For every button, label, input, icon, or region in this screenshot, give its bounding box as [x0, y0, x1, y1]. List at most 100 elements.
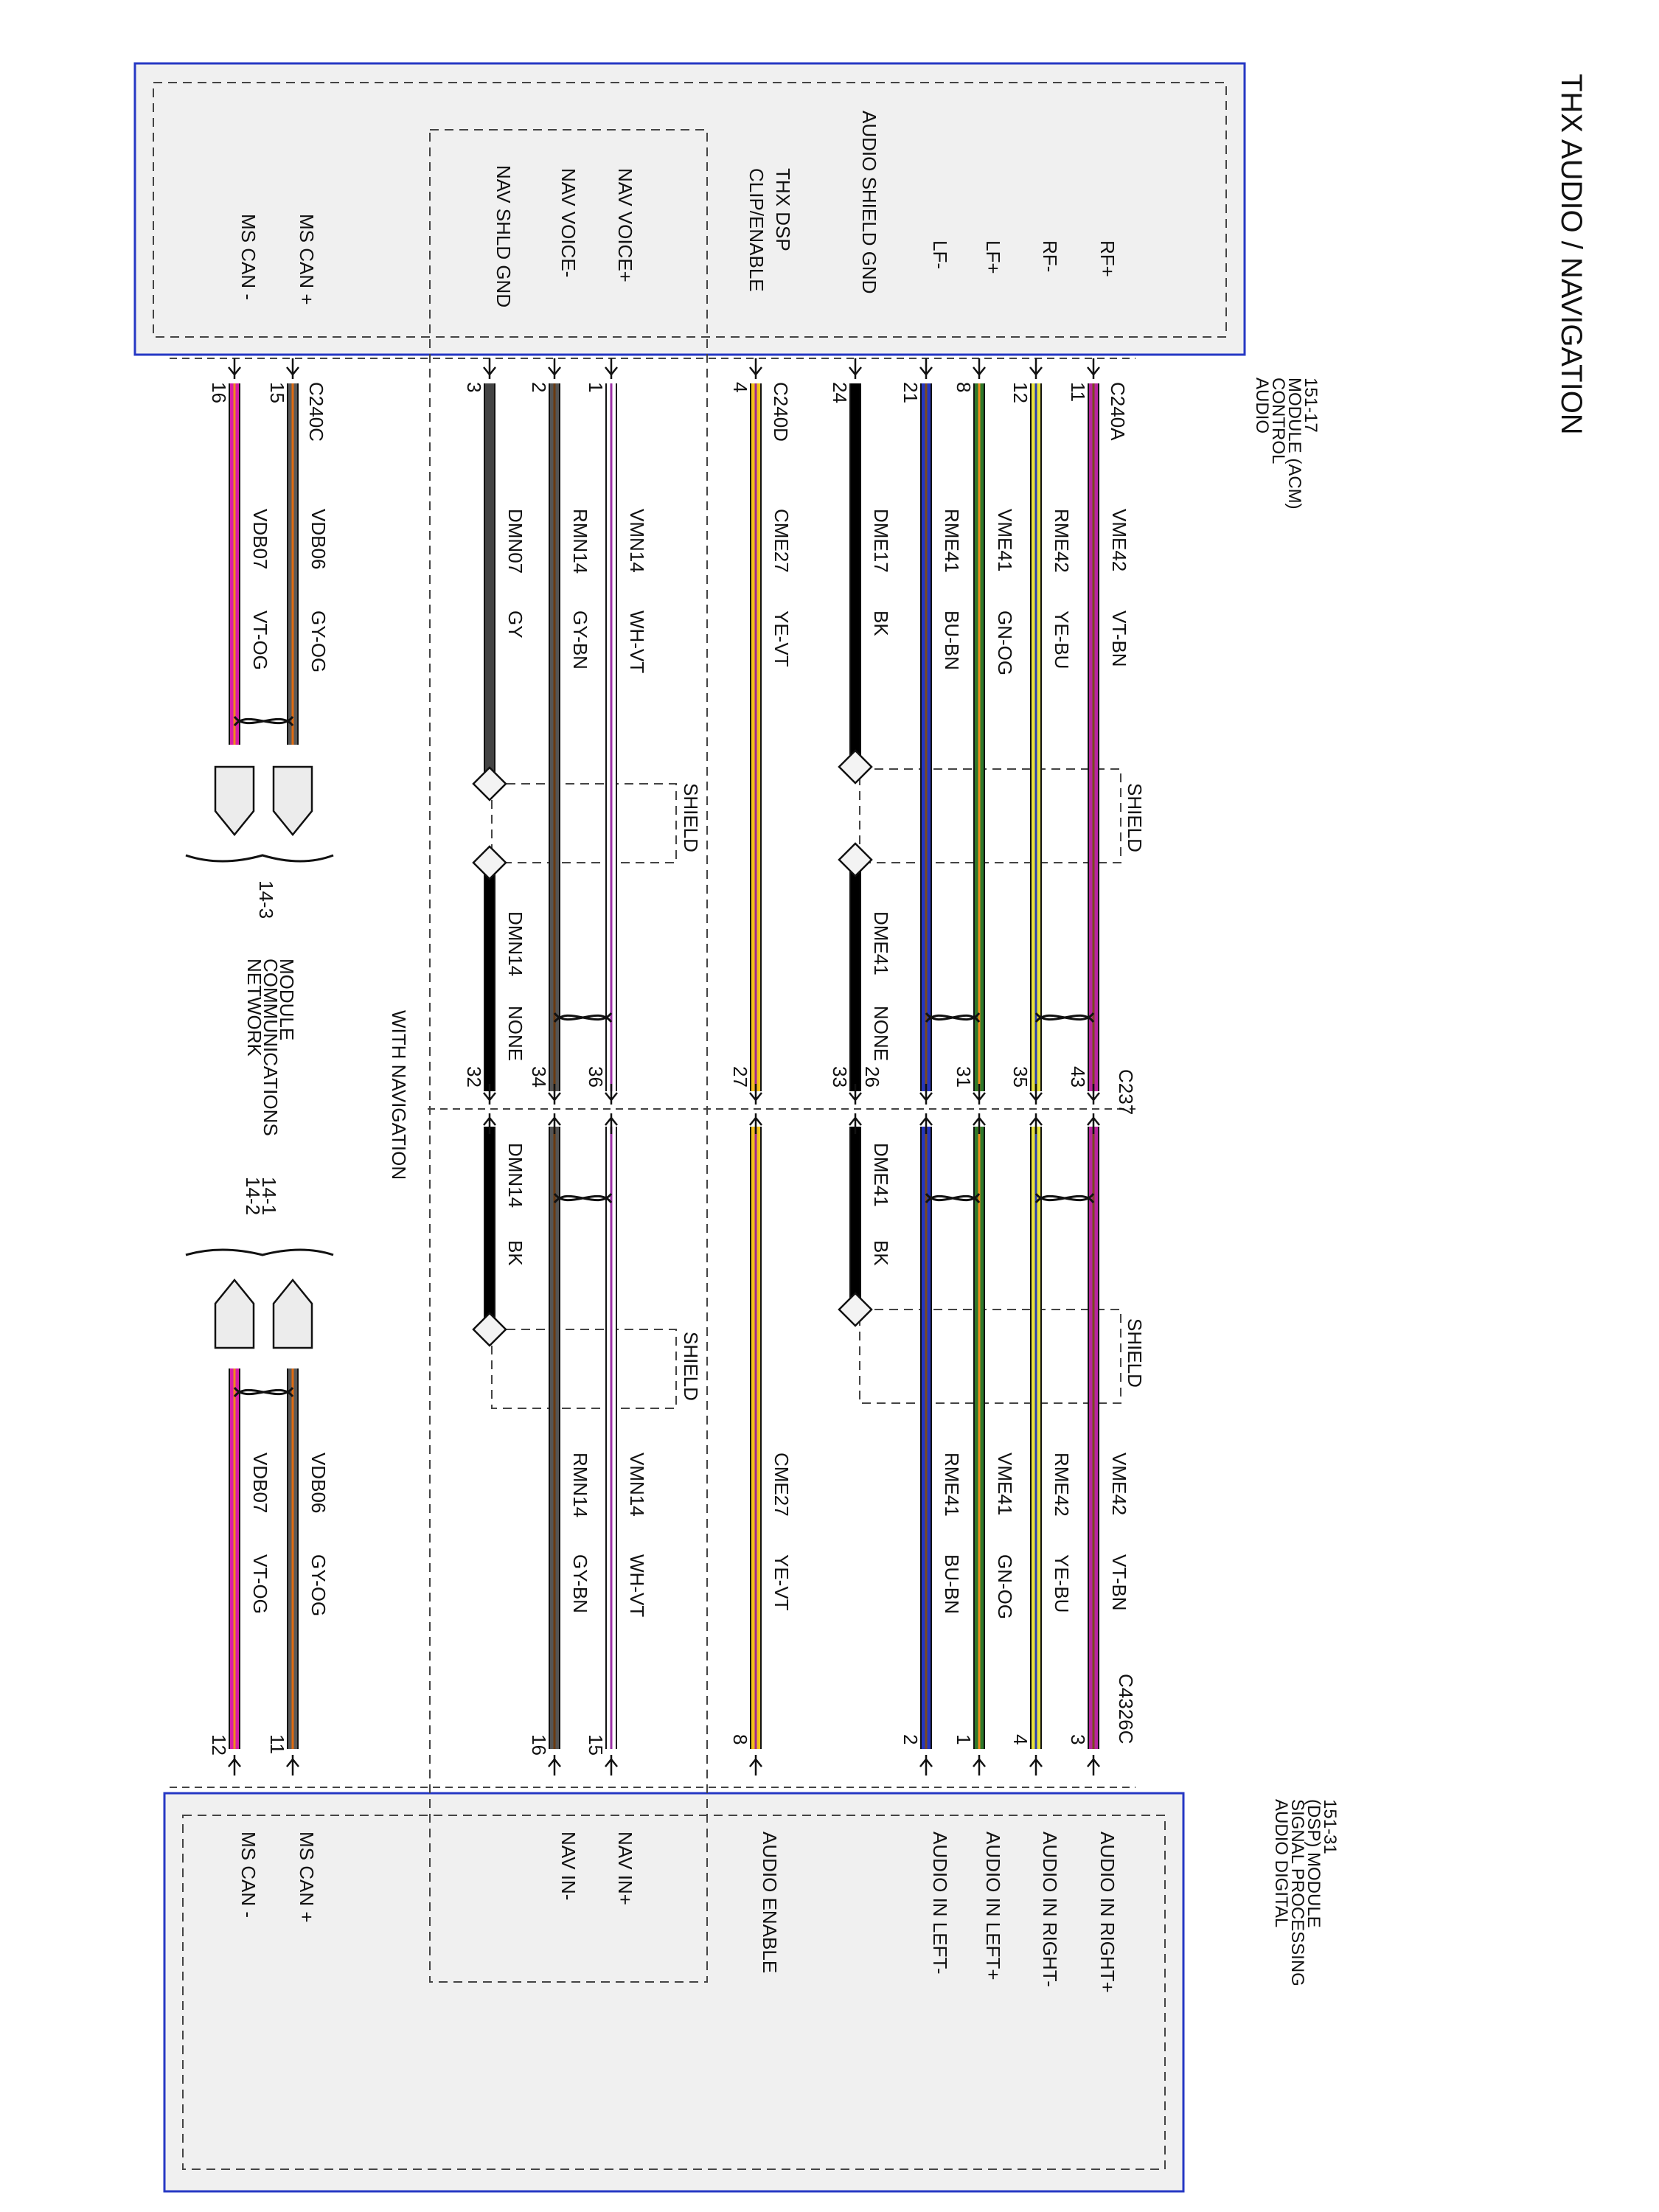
c237-arrow-in: [919, 1084, 933, 1105]
shield-boxes: [491, 768, 1121, 1409]
svg-text:151-31: 151-31: [1320, 1799, 1340, 1854]
circuit-number: CME27: [771, 509, 793, 573]
c237-arrow-out: [605, 1113, 618, 1134]
diagram-title: THX AUDIO / NAVIGATION: [1555, 74, 1587, 435]
c237-pin-number: 26: [861, 1066, 883, 1088]
navigation-option-region: [429, 129, 708, 1983]
shield-label: SHIELD: [1124, 1318, 1146, 1388]
circuit-number: CME27: [771, 1453, 793, 1517]
svg-text:AUDIO: AUDIO: [1252, 378, 1272, 434]
wire-color-code: GY-BN: [569, 1554, 591, 1613]
c237-pin-number: 32: [463, 1066, 485, 1088]
wire-color-code: GY-OG: [307, 1554, 330, 1616]
acm-pin-arrow: [483, 358, 496, 379]
circuit-number: DME17: [870, 509, 892, 573]
circuit-number: DME41: [870, 1143, 892, 1207]
c237-arrow-in: [973, 1084, 986, 1105]
acm-pin-label: NAV VOICE+: [614, 168, 636, 282]
circuit-number: VME42: [1108, 1453, 1130, 1515]
wire-color-code: VT-BN: [1108, 1554, 1130, 1611]
wire-color-code: GN-OG: [994, 611, 1016, 675]
dsp-pin-arrow: [1087, 1755, 1100, 1775]
svg-text:CONTROL: CONTROL: [1268, 378, 1288, 464]
shield-splice-diamond: [838, 842, 873, 877]
wire-color-code: VT-BN: [1108, 611, 1130, 667]
circuit-number: RME41: [941, 1453, 963, 1517]
connector-c240c: C240C: [305, 382, 327, 442]
network-brace: [185, 1248, 334, 1256]
svg-text:MODULE (ACM): MODULE (ACM): [1284, 378, 1304, 509]
c237-arrow-in: [849, 1084, 862, 1105]
acm-pin-arrow: [1029, 358, 1043, 379]
acm-pin-label: RF+: [1096, 240, 1119, 277]
c237-pin-number: 35: [1009, 1066, 1032, 1088]
acm-pin-arrow: [228, 358, 241, 379]
dsp-pin-arrow: [605, 1755, 618, 1775]
circuit-number: VDB07: [249, 509, 271, 569]
c237-arrow-out: [919, 1113, 933, 1134]
twisted-pair-icon-b: [1034, 1192, 1095, 1204]
network-connector-shape: [214, 1279, 255, 1349]
c237-pin-number: 36: [585, 1066, 607, 1088]
acm-module-name: AUDIO CONTROL MODULE (ACM) 151-17: [1252, 378, 1321, 509]
twisted-pair-icon-b: [553, 1012, 613, 1023]
wire-color-code: BK: [870, 611, 892, 636]
acm-pin-arrow: [605, 358, 618, 379]
acm-pin-label: NAV SHLD GND: [493, 165, 515, 307]
twisted-pair-icon-b: [553, 1192, 613, 1204]
wire-color-code: YE-BU: [1051, 1554, 1073, 1613]
c237-arrow-out: [548, 1113, 561, 1134]
dsp-pin-arrow: [749, 1755, 762, 1775]
network-page-ref: 14-2: [242, 1177, 264, 1215]
svg-text:AUDIO DIGITAL: AUDIO DIGITAL: [1271, 1799, 1291, 1927]
acm-pin-arrow: [919, 358, 933, 379]
network-connector-shape: [214, 765, 255, 836]
connector-c240a: C240A: [1107, 382, 1129, 441]
connector-c240d: C240D: [770, 382, 792, 442]
dsp-module-name: AUDIO DIGITAL SIGNAL PROCESSING (DSP) MO…: [1271, 1799, 1340, 1986]
dsp-pin-label: MS CAN +: [296, 1832, 318, 1923]
dsp-module-box: [163, 1792, 1185, 2193]
acm-pin-label: MS CAN +: [296, 214, 318, 305]
wire-color-code: NONE: [504, 1006, 526, 1061]
acm-pin-label: LF+: [982, 240, 1004, 274]
acm-pin-label: RF-: [1039, 240, 1061, 272]
circuit-number: VDB07: [249, 1453, 271, 1513]
c237-arrow-in: [749, 1084, 762, 1105]
acm-pin-arrow: [548, 358, 561, 379]
acm-pin-number: 4: [729, 382, 751, 392]
c237-arrow-out: [483, 1113, 496, 1134]
twisted-pair-icon-b: [233, 715, 294, 727]
circuit-number: DMN14: [504, 911, 526, 976]
acm-pin-number: 11: [1067, 382, 1089, 402]
circuit-number: VDB06: [307, 1453, 330, 1513]
acm-module-box: [133, 62, 1246, 356]
circuit-number: DMN07: [504, 509, 526, 574]
c237-arrow-in: [605, 1084, 618, 1105]
circuit-number: VME42: [1108, 509, 1130, 571]
acm-pin-arrow: [973, 358, 986, 379]
wire-color-code: WH-VT: [626, 1554, 648, 1617]
network-connector-shape: [272, 765, 313, 836]
wire-color-code: BU-BN: [941, 611, 963, 670]
wire-color-code: GN-OG: [994, 1554, 1016, 1619]
network-brace: [185, 854, 334, 863]
dsp-pin-label: NAV IN+: [614, 1832, 636, 1905]
c237-arrow-out: [749, 1113, 762, 1134]
acm-pin-arrow: [849, 358, 862, 379]
dsp-pin-number: 2: [900, 1734, 922, 1745]
dsp-pin-label: AUDIO IN LEFT+: [982, 1832, 1004, 1980]
c237-arrow-in: [548, 1084, 561, 1105]
acm-pin-arrow: [1087, 358, 1100, 379]
dsp-pin-number: 12: [208, 1734, 230, 1756]
acm-pin-number: 24: [829, 382, 851, 403]
acm-pin-label: NAV VOICE-: [557, 168, 580, 277]
network-name: NETWORK: [243, 959, 265, 1057]
acm-pin-number: 1: [585, 382, 607, 392]
wire-color-code: BK: [504, 1240, 526, 1266]
connector-c4326c: C4326C: [1115, 1674, 1137, 1744]
c237-pin-number: 34: [528, 1066, 550, 1088]
network-page-ref: 14-1: [258, 1177, 280, 1215]
shield-label: SHIELD: [680, 783, 702, 852]
dsp-pin-label: AUDIO IN RIGHT+: [1096, 1832, 1119, 1993]
